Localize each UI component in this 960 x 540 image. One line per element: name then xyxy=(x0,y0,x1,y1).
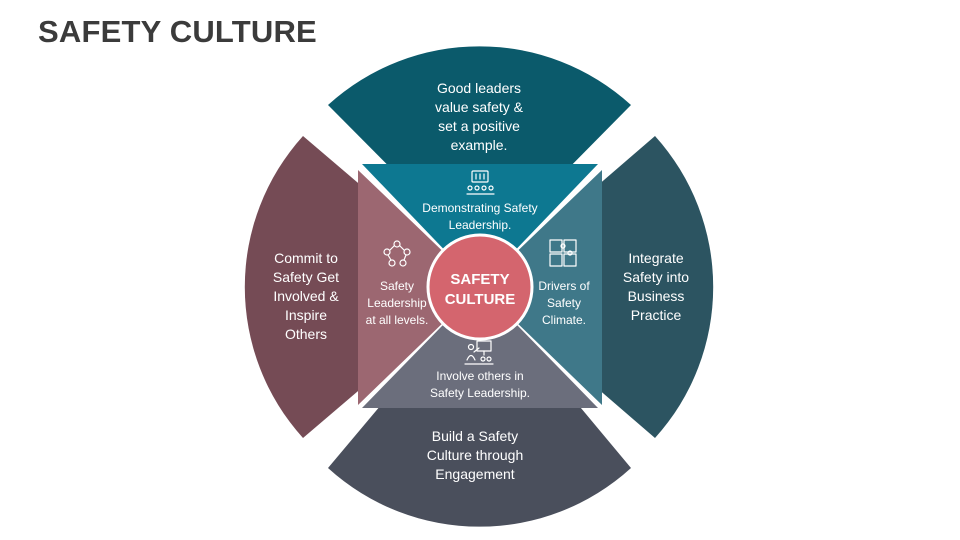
outer-left-line: Commit to xyxy=(274,250,338,266)
inner-right-line: Safety xyxy=(547,296,581,310)
outer-right-line: Business xyxy=(628,288,685,304)
outer-top-line: set a positive xyxy=(438,118,520,134)
outer-top-line: Good leaders xyxy=(437,80,521,96)
inner-text-right: Drivers of Safety Climate. xyxy=(538,279,590,327)
inner-right-line: Drivers of xyxy=(538,279,590,293)
inner-quadrant-bottom xyxy=(362,287,598,408)
center-title-line1: SAFETY xyxy=(450,271,509,288)
inner-left-line: Safety xyxy=(380,279,414,293)
outer-text-bottom: Build a Safety Culture through Engagemen… xyxy=(427,428,524,482)
outer-right-line: Practice xyxy=(631,307,682,323)
center-title-line2: CULTURE xyxy=(445,291,516,308)
team-meeting-icon xyxy=(466,170,495,195)
outer-text-right: Integrate Safety into Business Practice xyxy=(623,250,689,323)
inner-top-line: Leadership. xyxy=(449,218,512,232)
outer-left-line: Safety Get xyxy=(273,269,339,285)
outer-bottom-line: Culture through xyxy=(427,447,524,463)
page-title: SAFETY CULTURE xyxy=(38,14,317,49)
inner-text-bottom: Involve others in Safety Leadership. xyxy=(430,369,530,400)
inner-top-line: Demonstrating Safety xyxy=(422,201,537,215)
outer-right-line: Integrate xyxy=(628,250,683,266)
outer-top-line: value safety & xyxy=(435,99,524,115)
outer-left-line: Involved & xyxy=(273,288,339,304)
puzzle-icon xyxy=(549,239,577,267)
outer-top-line: example. xyxy=(451,137,508,153)
inner-left-line: at all levels. xyxy=(366,313,429,327)
inner-quadrant-left xyxy=(358,170,480,405)
network-people-icon xyxy=(383,240,411,267)
outer-left-line: Inspire xyxy=(285,307,327,323)
outer-text-left: Commit to Safety Get Involved & Inspire … xyxy=(273,250,339,342)
outer-left-line: Others xyxy=(285,326,327,342)
outer-bottom-line: Build a Safety xyxy=(432,428,518,444)
inner-bottom-line: Involve others in xyxy=(436,369,523,383)
inner-right-line: Climate. xyxy=(542,313,586,327)
outer-bottom-line: Engagement xyxy=(435,466,515,482)
presentation-icon xyxy=(464,340,494,365)
inner-text-top: Demonstrating Safety Leadership. xyxy=(422,201,537,232)
outer-segment-top xyxy=(328,46,631,258)
outer-text-top: Good leaders value safety & set a positi… xyxy=(435,80,524,153)
inner-quadrant-top xyxy=(362,164,598,287)
inner-left-line: Leadership xyxy=(367,296,427,310)
outer-right-line: Safety into xyxy=(623,269,689,285)
inner-bottom-line: Safety Leadership. xyxy=(430,386,530,400)
inner-text-left: Safety Leadership at all levels. xyxy=(366,279,429,327)
inner-quadrant-right xyxy=(480,170,602,405)
center-circle xyxy=(426,233,534,341)
